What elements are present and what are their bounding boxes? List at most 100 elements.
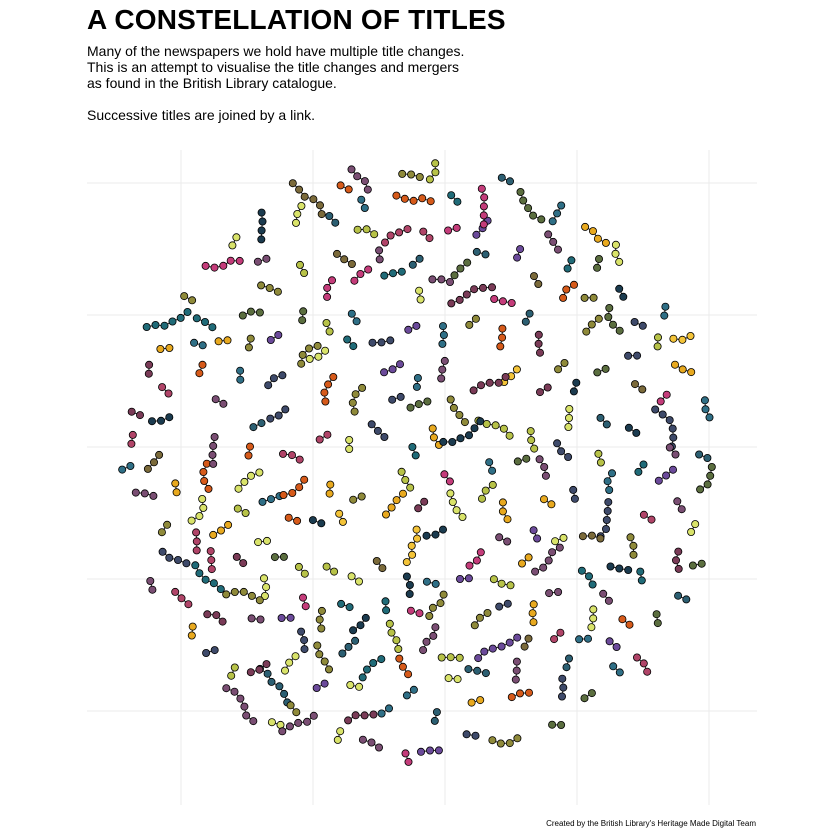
title-node xyxy=(253,257,262,266)
title-node xyxy=(596,534,605,543)
title-node xyxy=(674,564,683,573)
title-node xyxy=(245,442,254,451)
title-node xyxy=(278,727,287,736)
title-node xyxy=(347,259,356,268)
title-node xyxy=(665,443,674,452)
title-node xyxy=(351,636,360,645)
title-node xyxy=(192,528,201,537)
title-node xyxy=(470,285,479,294)
title-node xyxy=(439,330,448,339)
title-node xyxy=(360,711,369,720)
title-node xyxy=(288,179,297,188)
title-node xyxy=(589,227,598,236)
title-node xyxy=(320,657,329,666)
title-node xyxy=(423,397,432,406)
title-node xyxy=(415,172,424,181)
title-node xyxy=(249,717,258,726)
title-node xyxy=(329,372,338,381)
title-node xyxy=(392,191,401,200)
title-node xyxy=(246,668,255,677)
title-node xyxy=(633,653,642,662)
title-node xyxy=(326,480,335,489)
title-node xyxy=(232,233,241,242)
title-node xyxy=(528,609,537,618)
title-node xyxy=(529,600,538,609)
title-node xyxy=(564,422,573,431)
title-node xyxy=(356,621,365,630)
title-node xyxy=(404,325,413,334)
title-node xyxy=(279,490,288,499)
title-node xyxy=(325,489,334,498)
title-node xyxy=(368,338,377,347)
title-node xyxy=(432,708,441,717)
title-node xyxy=(425,175,434,184)
title-node xyxy=(188,622,197,631)
title-node xyxy=(494,378,503,387)
title-node xyxy=(498,333,507,342)
title-node xyxy=(540,462,549,471)
title-node xyxy=(246,471,255,480)
title-node xyxy=(428,424,437,433)
title-node xyxy=(673,497,682,506)
title-node xyxy=(632,428,641,437)
title-node xyxy=(687,528,696,537)
title-node xyxy=(705,413,714,422)
title-node xyxy=(160,321,169,330)
title-node xyxy=(404,757,413,766)
title-node xyxy=(324,665,333,674)
title-node xyxy=(589,605,598,614)
title-node xyxy=(419,646,428,655)
title-node xyxy=(143,464,152,473)
title-node xyxy=(349,495,358,504)
title-node xyxy=(656,397,665,406)
title-node xyxy=(501,372,510,381)
title-node xyxy=(476,381,485,390)
title-node xyxy=(346,681,355,690)
title-node xyxy=(434,746,443,755)
title-node xyxy=(695,450,704,459)
title-node xyxy=(224,520,233,529)
title-node xyxy=(439,590,448,599)
title-node xyxy=(406,403,415,412)
title-node xyxy=(214,337,223,346)
title-node xyxy=(414,504,423,513)
title-node xyxy=(530,444,539,453)
title-node xyxy=(422,577,431,586)
title-node xyxy=(191,561,200,570)
title-node xyxy=(199,467,208,476)
title-node xyxy=(593,263,602,272)
title-node xyxy=(544,556,553,565)
title-node xyxy=(630,317,639,326)
title-node xyxy=(575,635,584,644)
title-node xyxy=(195,369,204,378)
title-node xyxy=(422,637,431,646)
title-node xyxy=(325,211,334,220)
title-node xyxy=(201,575,210,584)
title-node xyxy=(604,498,613,507)
title-node xyxy=(395,654,404,663)
title-node xyxy=(462,730,471,739)
title-node xyxy=(662,471,671,480)
title-node xyxy=(455,653,464,662)
title-node xyxy=(259,574,268,583)
title-node xyxy=(297,201,306,210)
title-node xyxy=(323,292,332,301)
title-node xyxy=(382,606,391,615)
title-node xyxy=(192,546,201,555)
title-node xyxy=(472,247,481,256)
title-node xyxy=(463,258,472,267)
title-node xyxy=(173,556,182,565)
title-node xyxy=(413,534,422,543)
title-node xyxy=(211,395,220,404)
title-node xyxy=(255,665,264,674)
title-node xyxy=(230,663,239,672)
title-node xyxy=(639,460,648,469)
title-node xyxy=(562,663,571,672)
title-node xyxy=(226,256,235,265)
title-node xyxy=(367,738,376,747)
title-node xyxy=(347,165,356,174)
title-node xyxy=(155,450,164,459)
title-node xyxy=(589,614,598,623)
title-node xyxy=(497,642,506,651)
title-node xyxy=(503,537,512,546)
